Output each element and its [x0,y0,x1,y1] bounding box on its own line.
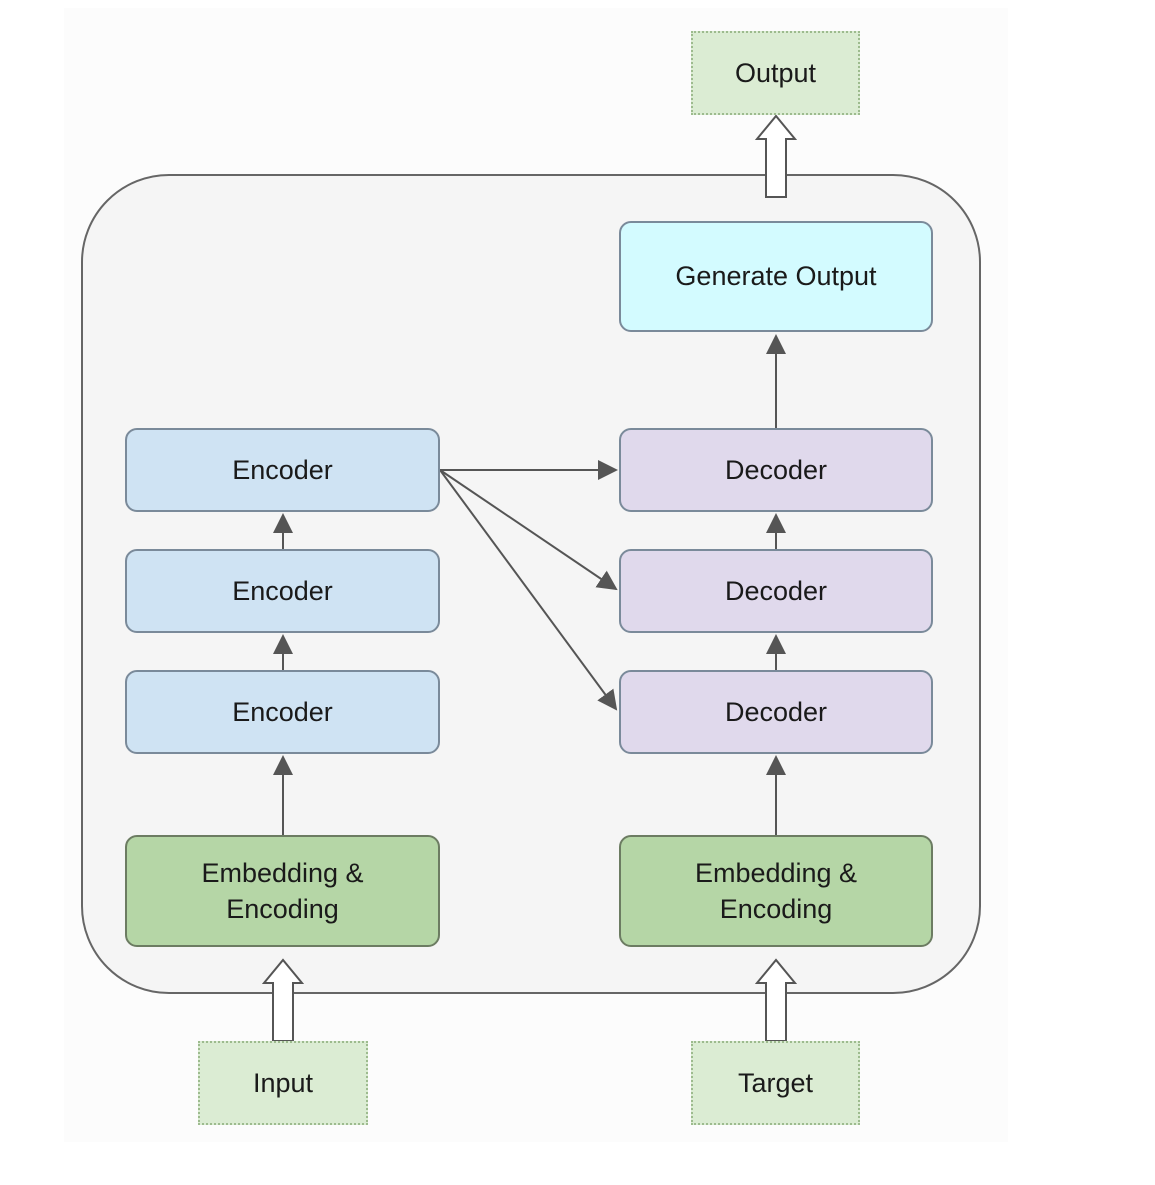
generate-output-box: Generate Output [619,221,933,332]
embedding-encoding-input-box: Embedding & Encoding [125,835,440,947]
embedding-encoding-target-box: Embedding & Encoding [619,835,933,947]
decoder-box-2: Decoder [619,549,933,633]
embedding-encoding-input-label: Embedding & Encoding [201,857,364,924]
encoder-box-2: Encoder [125,549,440,633]
decoder-box-1: Decoder [619,428,933,512]
decoder-label: Decoder [724,575,828,606]
input-label: Input [252,1067,314,1098]
target-label: Target [737,1067,814,1098]
encoder-label: Encoder [232,696,333,727]
decoder-box-3: Decoder [619,670,933,754]
input-box: Input [198,1041,368,1125]
encoder-label: Encoder [232,454,333,485]
decoder-label: Decoder [724,696,828,727]
output-box: Output [691,31,860,115]
target-box: Target [691,1041,860,1125]
encoder-box-3: Encoder [125,670,440,754]
decoder-label: Decoder [724,454,828,485]
encoder-box-1: Encoder [125,428,440,512]
embedding-encoding-target-label: Embedding & Encoding [694,857,858,924]
encoder-label: Encoder [232,575,333,606]
output-label: Output [734,57,817,88]
generate-output-label: Generate Output [675,261,877,292]
